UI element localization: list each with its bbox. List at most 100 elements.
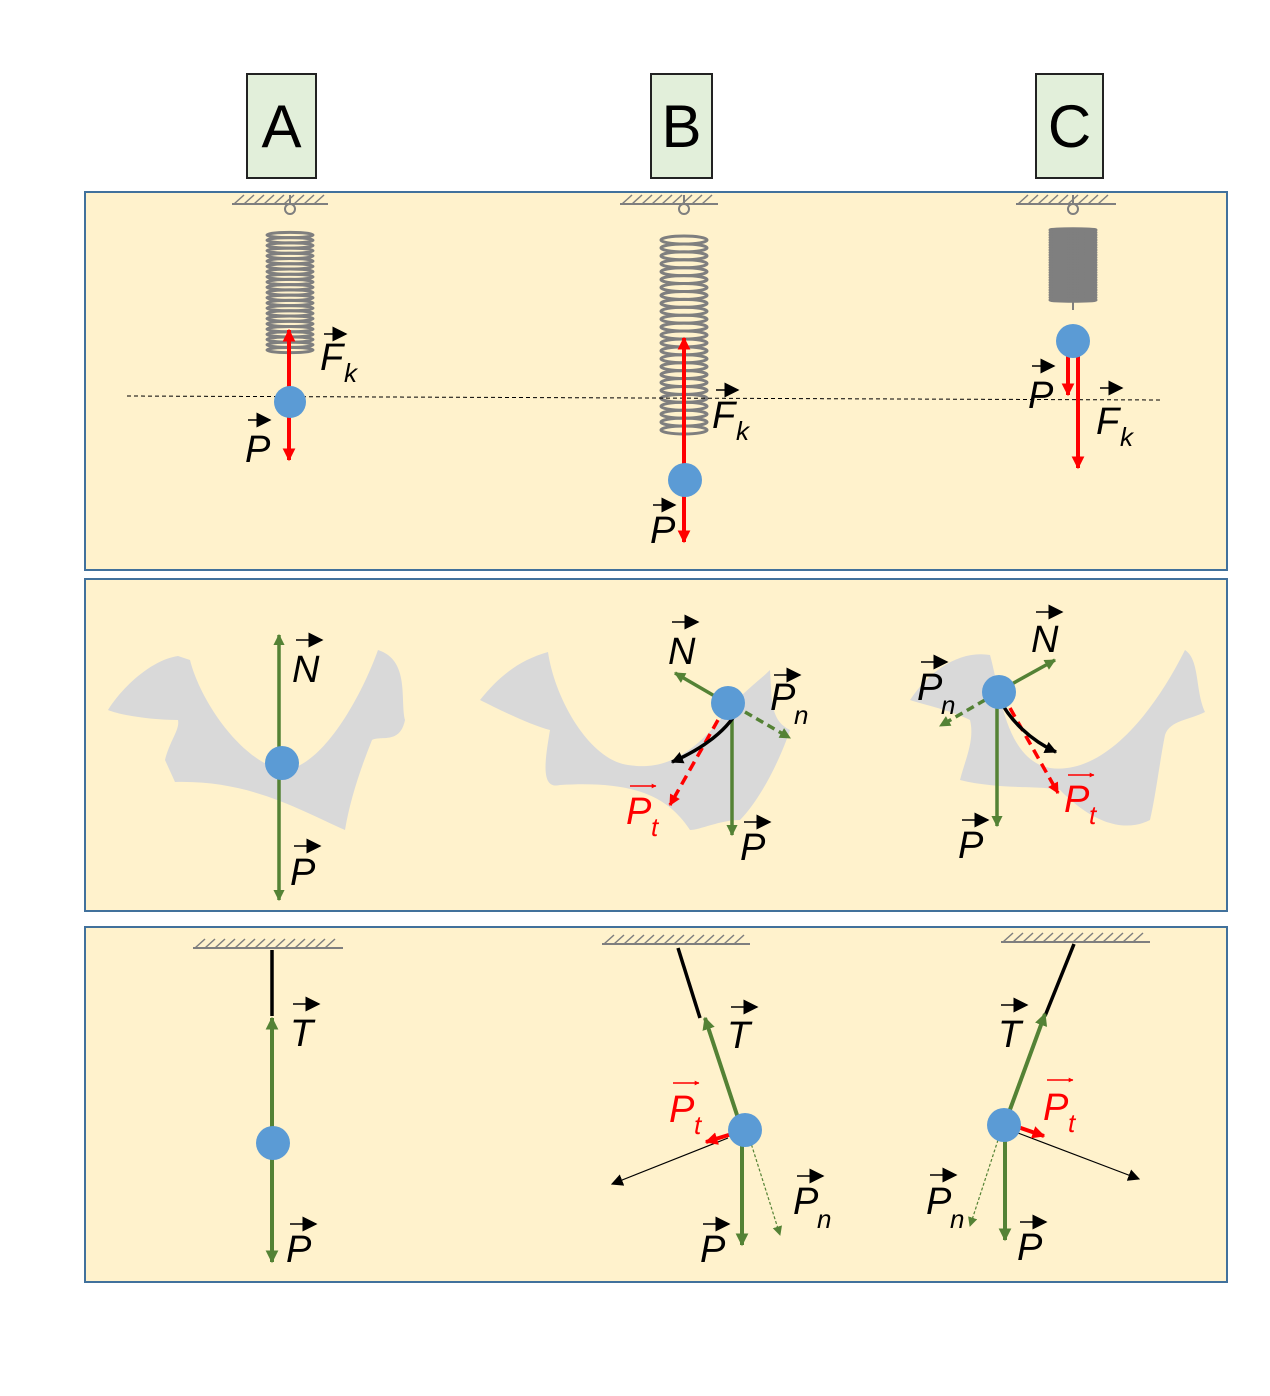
b-p3-label: P bbox=[700, 1216, 731, 1271]
column-label-c: C bbox=[1035, 73, 1104, 179]
c-ceiling bbox=[1016, 194, 1116, 205]
c-pn-label: P n bbox=[917, 654, 955, 720]
svg-text:P: P bbox=[770, 677, 796, 719]
c-pn-arrow bbox=[939, 698, 986, 728]
a-ball-2 bbox=[265, 746, 299, 780]
b-t-label: T bbox=[727, 999, 759, 1057]
b-pt-arrow bbox=[668, 719, 720, 806]
svg-text:t: t bbox=[1089, 800, 1098, 830]
c-t-arrow bbox=[1006, 1012, 1048, 1116]
b-ceiling bbox=[620, 194, 718, 205]
svg-text:N: N bbox=[292, 649, 320, 691]
surface-b bbox=[480, 652, 790, 830]
b-tangent-line bbox=[610, 1137, 729, 1186]
c-ball bbox=[1056, 324, 1090, 358]
a-t-label: T bbox=[290, 996, 321, 1055]
surface-c bbox=[910, 650, 1205, 826]
c-spring bbox=[1048, 195, 1098, 310]
c-n-label: N bbox=[1031, 604, 1064, 661]
b-pn-label: P n bbox=[770, 667, 808, 730]
b-p-label: P bbox=[650, 497, 677, 552]
svg-text:F: F bbox=[712, 395, 737, 437]
svg-text:T: T bbox=[727, 1015, 753, 1057]
svg-text:t: t bbox=[1068, 1108, 1077, 1138]
svg-text:P: P bbox=[958, 825, 984, 867]
column-label-b: B bbox=[650, 73, 713, 179]
svg-text:n: n bbox=[941, 690, 955, 720]
a-ball bbox=[274, 386, 306, 418]
column-label-a: A bbox=[246, 73, 317, 179]
pendulum-ceilings bbox=[193, 932, 1150, 949]
c-ball-2 bbox=[982, 675, 1016, 709]
svg-text:F: F bbox=[320, 337, 345, 379]
svg-text:n: n bbox=[794, 700, 808, 730]
svg-text:P: P bbox=[793, 1181, 819, 1223]
c-pt-label: P t bbox=[1064, 772, 1098, 830]
c-t-label: T bbox=[998, 997, 1029, 1056]
svg-text:P: P bbox=[286, 1229, 312, 1271]
c-p2-label: P bbox=[958, 812, 990, 867]
a-p3-label: P bbox=[286, 1216, 318, 1271]
c-pn3-label: P n bbox=[926, 1167, 964, 1234]
c-fk-label: F k bbox=[1096, 380, 1135, 452]
c-p3-label: P bbox=[1017, 1214, 1048, 1269]
svg-text:k: k bbox=[1120, 422, 1135, 452]
svg-text:P: P bbox=[1043, 1087, 1069, 1129]
b-ball-3 bbox=[728, 1113, 762, 1147]
svg-text:n: n bbox=[817, 1204, 831, 1234]
svg-text:P: P bbox=[917, 667, 943, 709]
a-ceiling bbox=[232, 194, 328, 205]
svg-text:P: P bbox=[650, 510, 676, 552]
c-string bbox=[1043, 943, 1076, 1017]
svg-text:P: P bbox=[626, 791, 652, 833]
a-pendulum-ceiling bbox=[193, 938, 343, 949]
b-pendulum-ceiling bbox=[602, 934, 750, 945]
b-fk-label: F k bbox=[712, 382, 751, 446]
svg-text:P: P bbox=[700, 1229, 726, 1271]
svg-text:F: F bbox=[1096, 401, 1121, 443]
a-ball-3 bbox=[256, 1126, 290, 1160]
c-pn3-arrow bbox=[968, 1139, 999, 1227]
c-pt-arrow bbox=[1008, 707, 1060, 794]
equilibrium-dashed-line bbox=[126, 395, 1163, 401]
b-pn-arrow bbox=[744, 710, 791, 740]
a-n-label: N bbox=[292, 632, 324, 691]
a-p2-label: P bbox=[290, 838, 322, 894]
b-p2-label: P bbox=[740, 814, 772, 869]
svg-text:T: T bbox=[290, 1013, 316, 1055]
a-fk-label: F k bbox=[320, 326, 359, 388]
svg-text:P: P bbox=[926, 1181, 952, 1223]
surface-a bbox=[108, 650, 405, 830]
surface-panel bbox=[84, 578, 1228, 912]
b-n-arrow bbox=[674, 671, 719, 700]
a-p-label: P bbox=[245, 412, 272, 471]
svg-text:P: P bbox=[669, 1089, 695, 1131]
c-n-arrow bbox=[1009, 658, 1056, 687]
svg-text:P: P bbox=[740, 827, 766, 869]
b-pt-label: P t bbox=[626, 783, 660, 842]
b-t-arrow bbox=[702, 1016, 740, 1119]
b-ball-2 bbox=[711, 686, 745, 720]
svg-text:k: k bbox=[344, 358, 359, 388]
b-string bbox=[676, 947, 702, 1019]
c-pendulum-ceiling bbox=[1001, 932, 1150, 943]
b-pn3-label: P n bbox=[793, 1168, 831, 1234]
svg-text:n: n bbox=[950, 1204, 964, 1234]
svg-text:P: P bbox=[1064, 779, 1090, 821]
svg-text:T: T bbox=[998, 1014, 1024, 1056]
svg-text:P: P bbox=[245, 429, 271, 471]
b-n-label: N bbox=[668, 614, 700, 673]
c-tangent-line bbox=[1017, 1132, 1141, 1181]
b-ball bbox=[668, 463, 702, 497]
b-pn3-arrow bbox=[749, 1139, 782, 1236]
svg-text:P: P bbox=[1028, 375, 1054, 417]
c-p-label: P bbox=[1028, 358, 1056, 417]
svg-text:P: P bbox=[290, 852, 316, 894]
spring-row bbox=[232, 194, 1116, 440]
svg-text:P: P bbox=[1017, 1227, 1043, 1269]
svg-text:N: N bbox=[1031, 619, 1059, 661]
svg-text:N: N bbox=[668, 631, 696, 673]
c-ball-3 bbox=[987, 1108, 1021, 1142]
svg-text:t: t bbox=[651, 812, 660, 842]
